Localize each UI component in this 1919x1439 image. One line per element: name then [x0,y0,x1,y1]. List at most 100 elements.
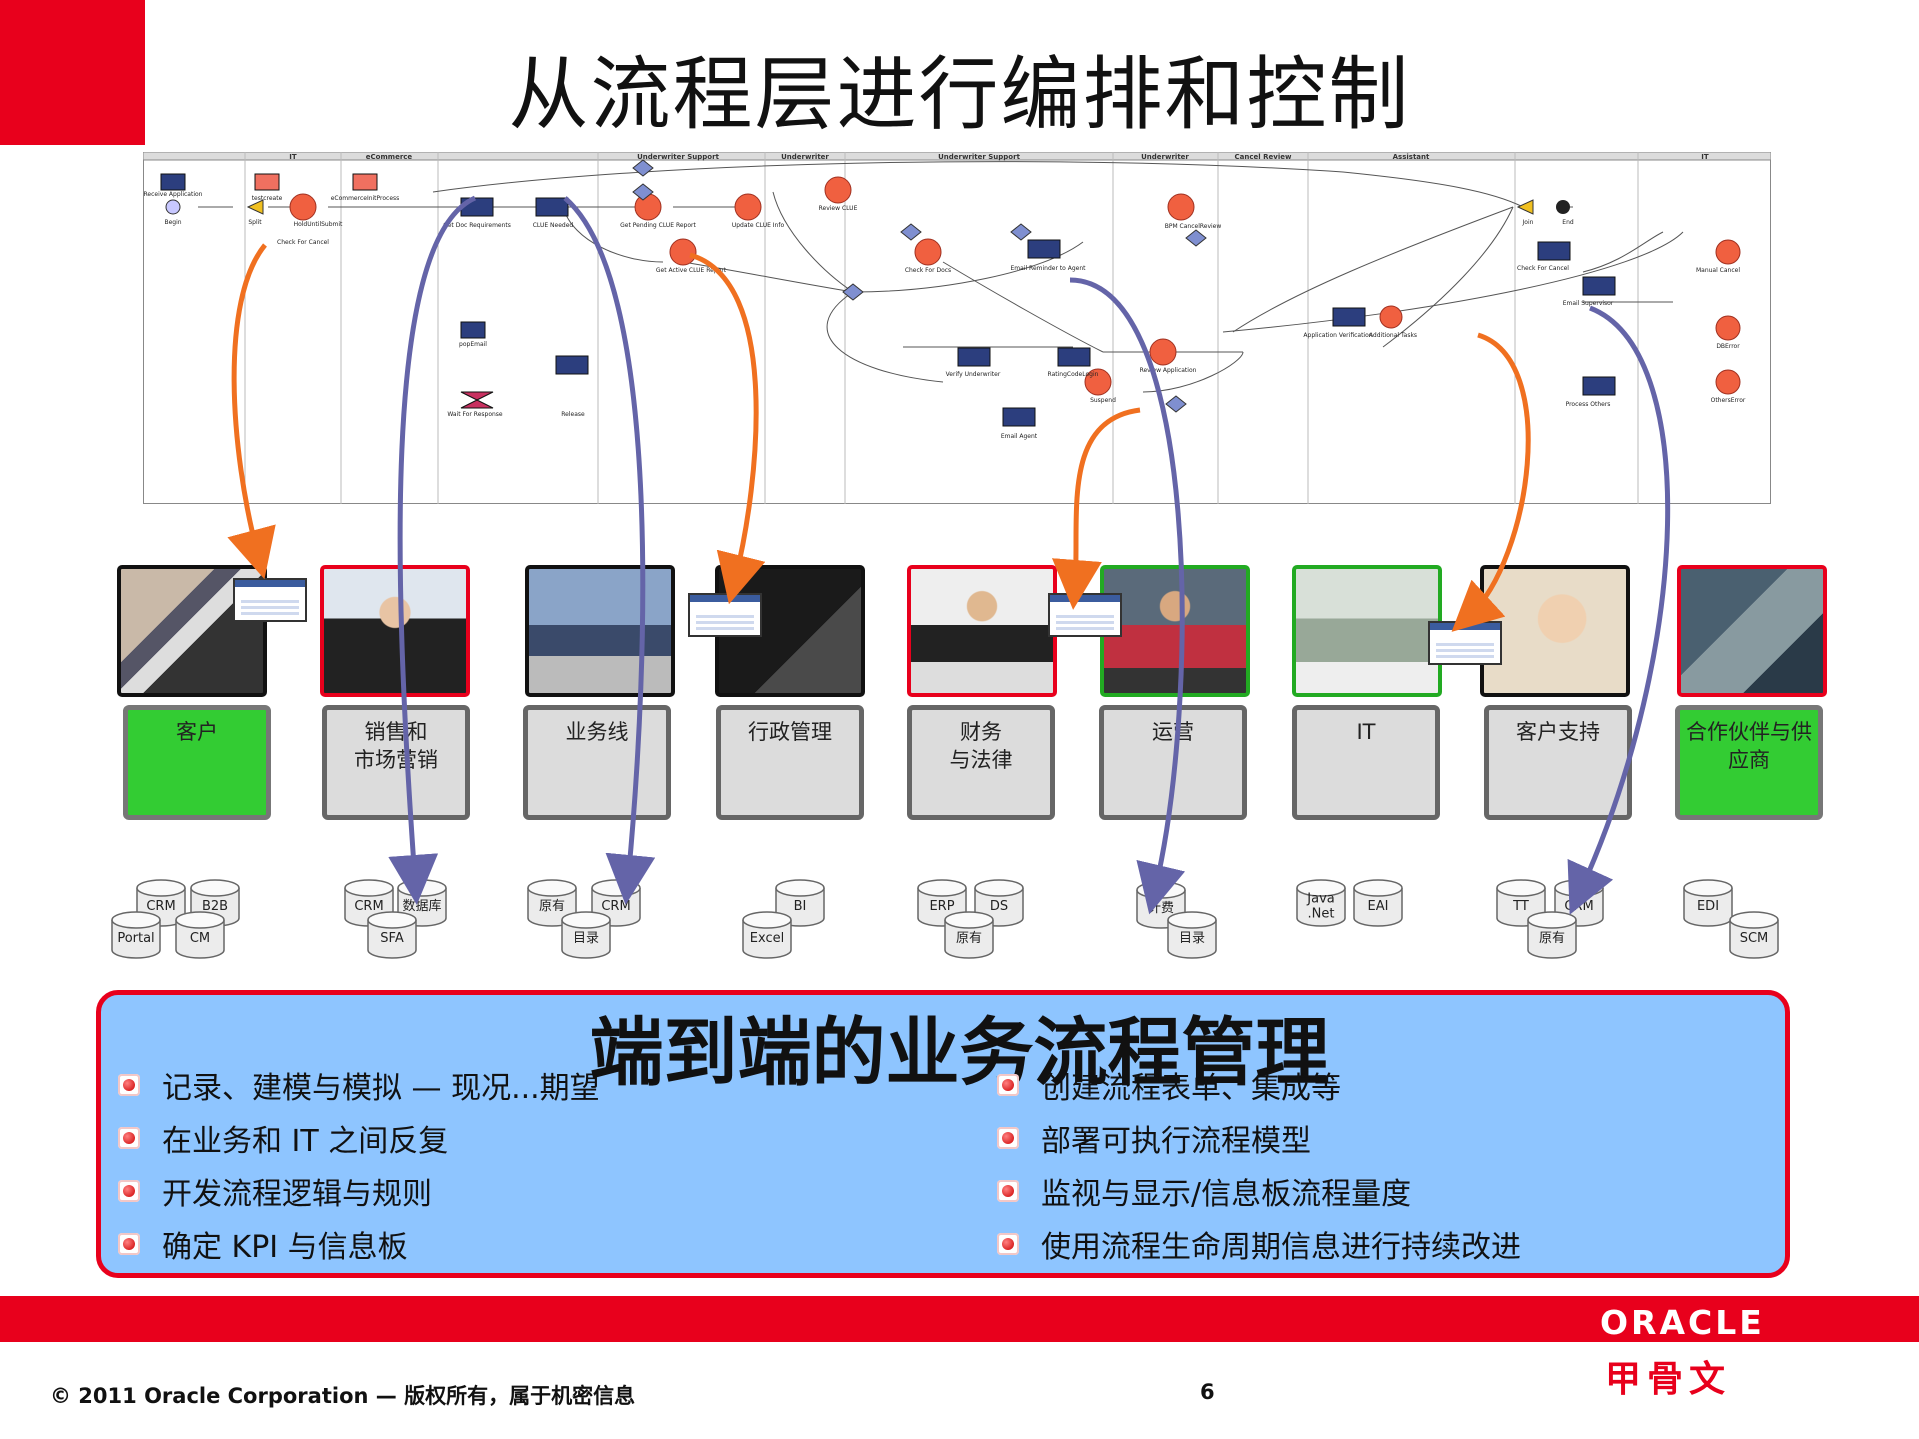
svg-text:Email Supervisor: Email Supervisor [1563,300,1614,307]
svg-text:Wait For Response: Wait For Response [447,411,503,418]
svg-text:Process Others: Process Others [1566,401,1611,408]
dept-customer-support: 客户支持 [1484,705,1632,820]
bullet-item: 确定 KPI 与信息板 [118,1222,408,1266]
database-label: B2B [202,899,228,914]
bpmn-lane-header: Underwriter [1141,153,1189,161]
bullet-text: 开发流程逻辑与规则 [162,1177,432,1212]
bpmn-lane-header: Assistant [1393,153,1430,161]
svg-text:Split: Split [248,219,262,226]
bullet-item: 部署可执行流程模型 [997,1116,1311,1160]
svg-text:Review Application: Review Application [1140,367,1197,374]
integration-arrows [227,195,1671,915]
svg-text:testcreate: testcreate [252,195,283,202]
bullet-text: 使用流程生命周期信息进行持续改进 [1041,1230,1521,1265]
svg-text:RatingCodeLogin: RatingCodeLogin [1048,371,1099,378]
bullet-icon [997,1127,1019,1149]
database-label: DS [990,899,1008,914]
copyright-text: © 2011 Oracle Corporation — 版权所有，属于机密信息 [50,1384,636,1408]
svg-text:Receive Application: Receive Application [144,191,203,198]
bpmn-lane-header: Cancel Review [1235,153,1292,161]
bullet-item: 监视与显示/信息板流程量度 [997,1169,1411,1213]
oracle-chinese-logo: 甲骨文 [1605,1359,1732,1400]
dept-line-of-business: 业务线 [523,705,671,820]
bullet-icon [997,1074,1019,1096]
dept-label: 销售和 市场营销 [354,720,438,772]
svg-text:OthersError: OthersError [1711,397,1746,404]
database-label: Java [1306,892,1334,907]
bpmn-lane-header: IT [289,153,297,161]
svg-text:Join: Join [1522,219,1534,226]
database-label: CRM [354,899,383,914]
svg-text:Check For Docs: Check For Docs [905,267,951,274]
slide-title: 从流程层进行编排和控制 [508,48,1411,141]
svg-text:Get Active CLUE Report: Get Active CLUE Report [656,267,727,274]
dept-label: 财务 与法律 [949,720,1013,772]
bpmn-lane-header: IT [1701,153,1709,161]
photo-finance-legal [907,565,1057,697]
database-label: 原有 [539,899,565,914]
dept-sales-marketing: 销售和 市场营销 [322,705,470,820]
bullet-item: 在业务和 IT 之间反复 [118,1116,448,1160]
bullet-icon [118,1233,140,1255]
bullet-item: 开发流程逻辑与规则 [118,1169,432,1213]
dept-administration: 行政管理 [716,705,864,820]
svg-text:Email Agent: Email Agent [1001,433,1038,440]
bpm-summary-panel [96,990,1790,1278]
dept-partners-suppliers: 合作伙伴与供 应商 [1675,705,1823,820]
svg-text:Release: Release [561,411,585,418]
database-label: TT [1512,899,1529,914]
svg-text:HoldUntilSubmit: HoldUntilSubmit [294,221,343,228]
database-label: 目录 [573,931,599,946]
photo-line-of-business [525,565,675,697]
oracle-logo: ORACLE [1600,1303,1765,1342]
database-label: EDI [1697,899,1719,914]
bullet-text: 在业务和 IT 之间反复 [162,1124,449,1159]
footer-red-bar [0,1296,1919,1342]
bullet-icon [997,1233,1019,1255]
svg-text:Get Pending CLUE Report: Get Pending CLUE Report [620,222,696,229]
svg-text:Check For Cancel: Check For Cancel [1517,265,1569,272]
svg-text:Get Doc Requirements: Get Doc Requirements [443,222,511,229]
database-label: CRM [146,899,175,914]
dept-label: 客户 [176,720,218,744]
bullet-icon [118,1180,140,1202]
svg-text:Update CLUE Info: Update CLUE Info [732,222,785,229]
photo-partners-suppliers [1677,565,1827,697]
dept-label: 客户支持 [1516,720,1600,744]
bullet-icon [997,1180,1019,1202]
corner-red-block [0,0,145,145]
bullet-icon [118,1074,140,1096]
svg-text:BPM CancelReview: BPM CancelReview [1165,223,1222,230]
dept-customers: 客户 [123,705,271,820]
svg-text:Review CLUE: Review CLUE [819,205,858,212]
dept-label: 业务线 [565,720,629,744]
page-number: 6 [1200,1380,1215,1404]
bullet-item: 使用流程生命周期信息进行持续改进 [997,1222,1521,1266]
photo-sales [320,565,470,697]
database-label: ERP [929,899,954,914]
bpmn-lane-header: Underwriter Support [938,153,1020,161]
svg-text:Application Verification: Application Verification [1303,332,1372,339]
database-label: SCM [1740,931,1769,946]
bullet-item: 创建流程表单、集成等 [997,1063,1341,1107]
bullet-text: 记录、建模与模拟 — 现况...期望 [162,1071,600,1106]
dept-label: IT [1356,720,1376,744]
panel-title: 端到端的业务流程管理 [589,1010,1330,1096]
dept-finance-legal: 财务 与法律 [907,705,1055,820]
svg-text:Verify Underwriter: Verify Underwriter [946,371,1001,378]
bullet-text: 确定 KPI 与信息板 [162,1230,408,1265]
database-label: BI [794,899,807,914]
bullet-text: 监视与显示/信息板流程量度 [1041,1177,1412,1212]
bpmn-lane-header: Underwriter Support [637,153,719,161]
svg-text:Suspend: Suspend [1090,397,1116,404]
database-label: .Net [1308,907,1335,922]
dept-label: 合作伙伴与供 应商 [1686,720,1812,772]
database-label: SFA [380,931,404,946]
dept-label: 行政管理 [748,720,832,744]
database-label: 原有 [1539,931,1565,946]
svg-text:Check For Cancel: Check For Cancel [277,239,329,246]
database-label: Excel [750,931,784,946]
database-label: 原有 [956,931,982,946]
svg-text:popEmail: popEmail [459,341,487,348]
